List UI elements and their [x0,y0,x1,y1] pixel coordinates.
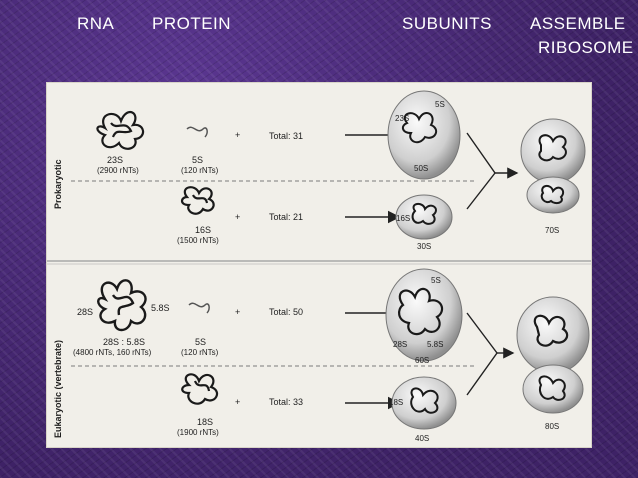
prokaryotic-30s-rna [411,203,437,225]
prokaryotic-side-label: Prokaryotic [53,159,63,209]
eukaryotic-converge-lines [466,312,498,396]
header-assemble: ASSEMBLE [530,14,626,33]
prokaryotic-5s-label: 5S [192,155,203,165]
eukaryotic-60s-subunit [385,268,463,362]
prokaryotic-5s-size: (120 rNTs) [181,166,219,175]
prokaryotic-16s-label: 16S [195,225,211,235]
prokaryotic-small-total: Total: 21 [269,212,303,222]
eukaryotic-40s-18s: 18S [389,398,403,407]
prokaryotic-50s-subunit [387,90,461,180]
plus-sign: + [235,212,240,222]
eukaryotic-80s-label: 80S [545,422,559,431]
eukaryotic-side-label: Eukaryotic (vertebrate) [53,340,63,438]
eukaryotic-80s-rna-small [538,375,566,401]
prokaryotic-23s-label: 23S [107,155,123,165]
prokaryotic-30s-16s: 16S [396,214,410,223]
eukaryotic-large-rna-size: (4800 rNTs, 160 rNTs) [73,348,152,357]
prokaryotic-16s-rna [180,186,215,215]
eukaryotic-80s-rna-large [533,314,569,347]
prokaryotic-converge-lines [466,132,496,210]
eukaryotic-18s-rna [181,373,219,405]
prokaryotic-5s-rna [186,126,208,138]
prokaryotic-50s-5s: 5S [435,100,445,109]
eukaryotic-28s-tag: 28S [77,307,93,317]
prokaryotic-70s-rna-small [540,185,565,205]
ribosome-figure: Prokaryotic Eukaryotic (vertebrate) 23S … [47,90,591,443]
eukaryotic-5s-rna [188,302,210,314]
prokaryotic-70s-label: 70S [545,226,559,235]
eukaryotic-28s-58s-label: 28S : 5.8S [103,337,145,347]
eukaryotic-60s-58s: 5.8S [427,340,443,349]
eukaryotic-60s-28s: 28S [393,340,407,349]
header-subunits: SUBUNITS [402,14,492,33]
eukaryotic-18s-size: (1900 rNTs) [177,428,219,437]
header-rna: RNA [77,14,115,33]
eukaryotic-60s-label: 60S [415,356,429,365]
eukaryotic-40s-label: 40S [415,434,429,443]
eukaryotic-60s-rna [397,287,444,336]
prokaryotic-large-total: Total: 31 [269,131,303,141]
prokaryotic-50s-23s: 23S [395,114,409,123]
eukaryotic-40s-subunit [391,376,457,430]
prokaryotic-23s-size: (2900 rNTs) [97,166,139,175]
prokaryotic-50s-label: 50S [414,164,428,173]
eukaryotic-28s-rna [97,279,147,332]
header-protein: PROTEIN [152,14,232,33]
plus-sign: + [235,397,240,407]
eukaryotic-58s-tag: 5.8S [151,303,170,313]
prokaryotic-30s-label: 30S [417,242,431,251]
eukaryotic-5s-label: 5S [195,337,206,347]
ribosome-figure-panel: Prokaryotic Eukaryotic (vertebrate) 23S … [46,82,592,448]
eukaryotic-80s-large-part [516,296,590,374]
eukaryotic-5s-size: (120 rNTs) [181,348,219,357]
prokaryotic-70s-large-part [520,118,586,184]
header-ribosome: RIBOSOME [538,38,634,57]
eukaryotic-60s-5s: 5S [431,276,441,285]
prokaryotic-30s-subunit [395,194,453,240]
eukaryotic-small-total: Total: 33 [269,397,303,407]
eukaryotic-18s-label: 18S [197,417,213,427]
eukaryotic-40s-rna [410,387,439,414]
eukaryotic-large-total: Total: 50 [269,307,303,317]
eukaryotic-80s-small-part [522,364,584,414]
prokaryotic-70s-small-part [526,176,580,214]
plus-sign: + [235,130,240,140]
prokaryotic-50s-rna [401,112,438,144]
plus-sign: + [235,307,240,317]
prokaryotic-16s-size: (1500 rNTs) [177,236,219,245]
prokaryotic-70s-rna-large [538,134,567,162]
prokaryotic-23s-rna [96,110,145,150]
